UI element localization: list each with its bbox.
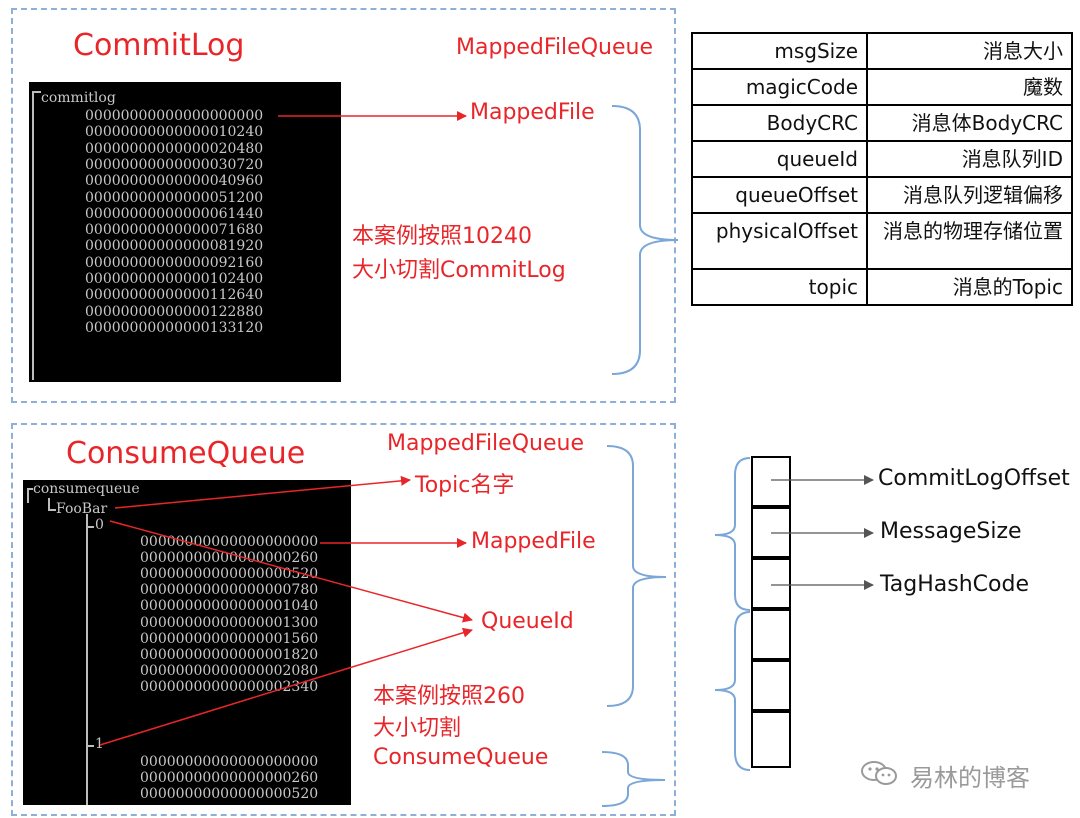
consumequeue-file: 00000000000000000260 <box>140 550 319 567</box>
consumequeue-file: 00000000000000000000 <box>140 534 319 550</box>
consumequeue-file: 00000000000000000780 <box>140 582 319 599</box>
queueid-arrow-1 <box>99 627 473 746</box>
field-desc-cell: 消息的Topic <box>866 268 1073 306</box>
commitlog-title: CommitLog <box>73 28 245 63</box>
consumequeue-file: 00000000000000000260 <box>140 770 319 787</box>
queue-dir-0: 0 <box>95 517 104 533</box>
consumequeue-file: 00000000000000001300 <box>140 614 319 631</box>
cq-field-message-size: MessageSize <box>880 519 1022 544</box>
commitlog-file: 00000000000000030720 <box>85 156 264 173</box>
entry-brace-bottom <box>714 611 751 771</box>
topic-name-label: Topic名字 <box>415 473 515 498</box>
commitlog-file: 00000000000000112640 <box>85 287 264 304</box>
consumequeue-root: consumequeue <box>33 481 140 497</box>
consumequeue-mappedfile-label: MappedFile <box>471 529 596 554</box>
queueid-label: QueueId <box>481 609 574 634</box>
field-desc-cell: 消息的物理存储位置 <box>866 212 1073 270</box>
watermark-text: 易林的博客 <box>910 764 1030 792</box>
commitlog-file: 00000000000000051200 <box>85 189 264 206</box>
cq-field-tag-hashcode: TagHashCode <box>880 572 1029 597</box>
tree-line <box>86 514 88 805</box>
cq-small-brace <box>601 751 666 807</box>
consumequeue-note-line3: ConsumeQueue <box>373 745 549 770</box>
topic-arrow <box>114 475 411 509</box>
cq-entry-cell <box>751 609 791 660</box>
commitlog-file: 00000000000000081920 <box>85 238 264 255</box>
field-name-cell: msgSize <box>691 32 868 70</box>
consumequeue-note-line1: 本案例按照260 <box>373 684 525 709</box>
commitlog-region <box>11 8 676 403</box>
commitlog-file: 00000000000000122880 <box>85 303 264 320</box>
commitlog-queue-label: MappedFileQueue <box>456 35 653 60</box>
commitlog-file: 00000000000000071680 <box>85 222 264 239</box>
consumequeue-file: 00000000000000000520 <box>140 786 319 803</box>
consumequeue-file: 00000000000000000000 <box>140 754 319 770</box>
commitlog-note-line2: 大小切割CommitLog <box>352 258 566 283</box>
field-desc-cell: 消息队列逻辑偏移 <box>866 176 1073 214</box>
field-name-cell: queueId <box>691 140 868 178</box>
commitlog-file: 00000000000000133120 <box>85 319 264 336</box>
consumequeue-note-line2: 大小切割 <box>373 716 462 741</box>
tree-branch <box>86 526 94 528</box>
field-name-cell: physicalOffset <box>691 212 868 270</box>
cq-entry-cell <box>751 660 791 711</box>
commitlog-file: 00000000000000061440 <box>85 205 264 222</box>
tree-branch <box>27 488 33 490</box>
commitlog-file: 00000000000000020480 <box>85 140 264 157</box>
consumequeue-region <box>11 423 676 816</box>
consumequeue-terminal: consumequeue FooBar 0 1 0000000000000000… <box>23 480 351 805</box>
commitlog-file: 00000000000000040960 <box>85 173 264 190</box>
commitlog-note-line1: 本案例按照10240 <box>352 224 532 249</box>
field-name-cell: magicCode <box>691 68 868 106</box>
consumequeue-queue-label: MappedFileQueue <box>387 431 584 456</box>
queueid-arrow-0 <box>109 520 473 623</box>
topic-dir: FooBar <box>56 501 108 517</box>
consumequeue-file: 00000000000000001560 <box>140 630 319 647</box>
field-desc-cell: 消息大小 <box>866 32 1073 70</box>
commitlog-file: 00000000000000010240 <box>85 124 264 141</box>
cq-entry-cell <box>751 456 791 507</box>
consumequeue-brace <box>606 445 667 707</box>
field-desc-cell: 魔数 <box>866 68 1073 106</box>
entry-brace-top <box>714 457 751 611</box>
commitlog-root: commitlog <box>41 90 116 106</box>
field-name-cell: queueOffset <box>691 176 868 214</box>
field-desc-cell: 消息队列ID <box>866 140 1073 178</box>
consumequeue-file: 00000000000000002080 <box>140 662 319 679</box>
wechat-icon <box>860 760 900 790</box>
consumequeue-file: 00000000000000001820 <box>140 646 319 663</box>
tree-branch <box>86 745 94 747</box>
tree-branch <box>48 509 56 511</box>
tree-line <box>27 489 29 503</box>
consumequeue-title: ConsumeQueue <box>66 436 306 471</box>
commitlog-mappedfile-label: MappedFile <box>470 100 595 125</box>
queue-dir-1: 1 <box>95 736 104 752</box>
tree-line <box>32 92 34 380</box>
field-name-cell: topic <box>691 268 868 306</box>
consumequeue-file: 00000000000000001040 <box>140 598 319 615</box>
cq-field-commitlog-offset: CommitLogOffset <box>878 466 1070 491</box>
tree-line <box>48 498 50 510</box>
cq-entry-cell <box>751 558 791 609</box>
commitlog-file: 00000000000000102400 <box>85 271 264 287</box>
field-name-cell: BodyCRC <box>691 104 868 142</box>
commitlog-file: 00000000000000092160 <box>85 254 264 271</box>
tree-branch <box>32 91 41 93</box>
commitlog-brace <box>611 105 679 375</box>
cq-entry-cell <box>751 711 791 768</box>
field-desc-cell: 消息体BodyCRC <box>866 104 1073 142</box>
consumequeue-file: 00000000000000000520 <box>140 566 319 583</box>
commitlog-file: 00000000000000000000 <box>85 108 264 124</box>
